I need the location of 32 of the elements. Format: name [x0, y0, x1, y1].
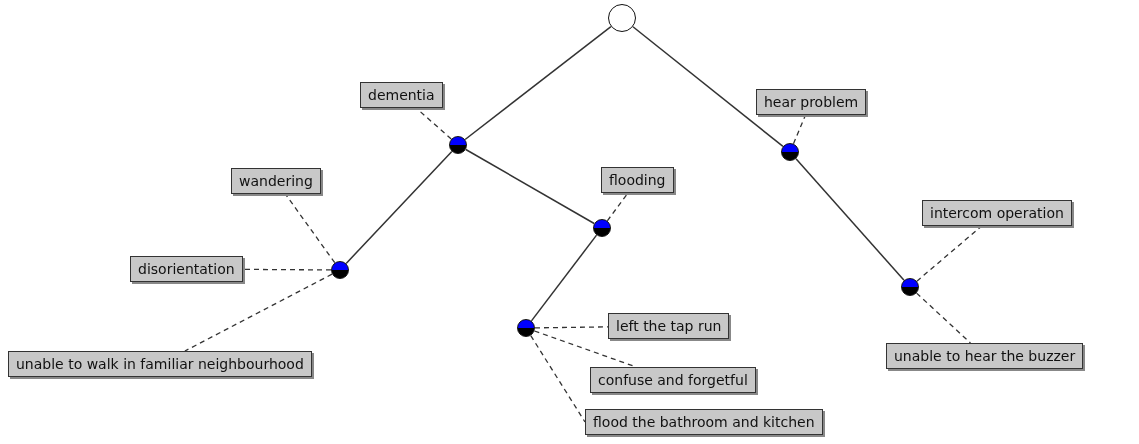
connector-line: [530, 234, 598, 322]
half-filled-circle: [901, 278, 919, 296]
label-box: unable to walk in familiar neighbourhood: [8, 351, 312, 377]
dashed-connector: [242, 268, 332, 271]
dashed-connector: [606, 192, 629, 222]
label-box: flooding: [601, 167, 674, 193]
half-filled-circle: [517, 319, 535, 337]
label-box: dementia: [360, 82, 443, 108]
connector-line: [345, 150, 453, 265]
dashed-connector: [915, 292, 972, 344]
label-box: intercom operation: [922, 200, 1072, 226]
label-box: wandering: [231, 168, 321, 194]
root-circle: [608, 4, 636, 32]
label-box: left the tap run: [608, 313, 730, 339]
label-box: confuse and forgetful: [590, 367, 756, 393]
connector-line: [795, 158, 905, 281]
half-filled-circle: [449, 136, 467, 154]
dashed-connector: [916, 225, 983, 282]
connector-line: [632, 26, 784, 148]
dashed-connector: [530, 334, 586, 423]
half-filled-circle: [331, 261, 349, 279]
label-box: unable to hear the buzzer: [886, 343, 1084, 369]
connector-line: [465, 148, 595, 225]
label-box: disorientation: [130, 256, 243, 282]
half-filled-circle: [593, 219, 611, 237]
half-filled-circle: [781, 143, 799, 161]
dashed-connector: [184, 273, 333, 352]
connector-line: [464, 25, 612, 141]
label-box: flood the bathroom and kitchen: [585, 409, 823, 435]
dashed-connector: [284, 193, 336, 264]
label-box: hear problem: [756, 89, 867, 115]
dashed-connector: [792, 114, 807, 145]
